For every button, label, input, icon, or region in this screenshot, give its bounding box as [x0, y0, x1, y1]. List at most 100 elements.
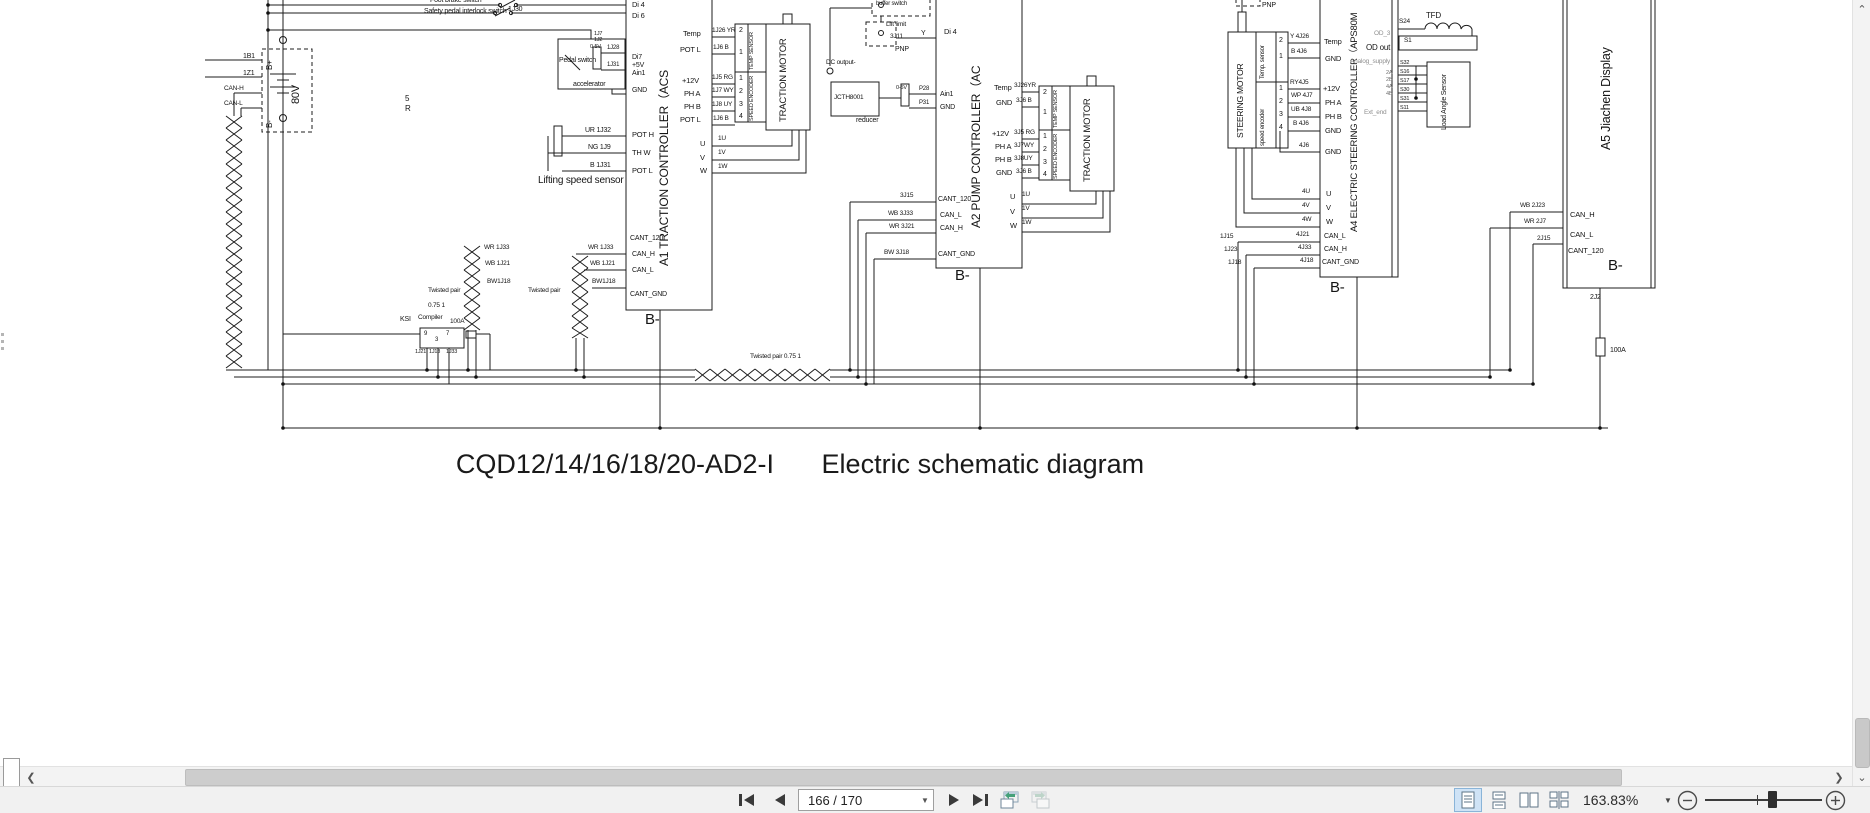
v-scroll-up-icon[interactable]: ⌃ — [1853, 0, 1870, 18]
schematic-label: 3 — [435, 337, 439, 343]
schematic-label: Ain1 — [632, 70, 646, 77]
next-view-button[interactable] — [1028, 789, 1052, 811]
schematic-label: 3J7WY — [1014, 142, 1034, 149]
schematic-label: +12V — [1323, 84, 1340, 93]
zoom-in-icon — [1825, 790, 1846, 811]
v-scroll-down-icon[interactable]: ⌄ — [1853, 768, 1870, 786]
schematic-label: 0.75 1 — [428, 302, 445, 309]
schematic-label: GND — [940, 104, 955, 111]
zoom-slider-handle[interactable] — [1768, 791, 1777, 808]
previous-page-icon — [775, 794, 785, 806]
schematic-label: CAN_L — [1570, 230, 1594, 239]
schematic-label: Di 4 — [944, 27, 957, 36]
last-page-button[interactable] — [968, 789, 992, 811]
schematic-label: 1J33 — [446, 349, 458, 355]
schematic-label: CANT_120 — [630, 235, 664, 242]
schematic-label: TRACTION MOTOR — [1082, 98, 1093, 182]
zoom-caret-icon[interactable]: ▼ — [1664, 796, 1672, 805]
schematic-label: 3J6 B — [1016, 97, 1032, 104]
controller-boxes — [625, 0, 1656, 311]
schematic-label: Temp. sensor — [1260, 45, 1266, 79]
page-number-value[interactable]: 166 / 170 — [808, 792, 863, 808]
schematic-label: Pedal switch — [559, 57, 596, 64]
page-panel-toggle[interactable] — [3, 758, 20, 788]
h-scroll-left-icon[interactable]: ❮ — [22, 768, 40, 786]
schematic-label: Di7 — [632, 54, 642, 61]
page-number-combo[interactable]: 166 / 170 ▼ — [798, 789, 934, 811]
schematic-label: 1J21 — [415, 349, 427, 355]
previous-view-button[interactable] — [998, 789, 1022, 811]
schematic-label: Y 4J26 — [1290, 33, 1309, 40]
motor-boxes — [734, 11, 1289, 192]
schematic-label: Safety pedal interlock switch — [424, 8, 507, 15]
schematic-label: Y — [921, 30, 926, 37]
schematic-label: B 4J6 — [1293, 120, 1309, 127]
schematic-label: Temp — [1324, 37, 1342, 46]
schematic-label: 1U — [718, 135, 726, 142]
vertical-scrollbar[interactable]: ⌃ ⌄ — [1852, 0, 1870, 786]
schematic-label: S24 — [1399, 18, 1410, 25]
junction-dots — [266, 3, 1602, 430]
zoom-level-value[interactable]: 163.83% — [1583, 792, 1639, 808]
schematic-label: BW1J18 — [487, 278, 511, 285]
schematic-label: 3 — [1279, 111, 1283, 118]
schematic-label: CAN_H — [632, 251, 655, 258]
schematic-label: A2 PUMP CONTROLLER（AC — [969, 65, 983, 228]
facing-layout-icon — [1519, 792, 1539, 808]
schematic-label: Load Angle Sensor — [1441, 74, 1448, 130]
panel-handle-dot[interactable] — [1, 347, 4, 350]
h-scroll-thumb[interactable] — [185, 769, 1622, 786]
schematic-label: B 4J6 — [1291, 48, 1307, 55]
schematic-label: GND — [1325, 54, 1342, 63]
schematic-label: +12V — [992, 129, 1009, 138]
schematic-label: B- — [645, 311, 660, 328]
schematic-label: Lifting speed sensor — [538, 175, 624, 186]
horizontal-scrollbar[interactable]: ❮ ❯ — [0, 758, 1852, 788]
schematic-label: Temp — [994, 83, 1012, 92]
schematic-label: 1J6 B — [713, 115, 729, 122]
continuous-facing-layout-button[interactable] — [1546, 789, 1572, 811]
schematic-label: 1W — [718, 163, 728, 170]
previous-page-button[interactable] — [768, 789, 792, 811]
schematic-label: 1J18 — [429, 349, 441, 355]
schematic-label: TEMP SENSOR — [1053, 90, 1059, 128]
zoom-slider[interactable] — [1705, 799, 1822, 801]
schematic-label: U — [1010, 192, 1016, 201]
zoom-slider-tick — [1757, 795, 1758, 805]
schematic-label: CAN-L — [224, 100, 243, 107]
schematic-label: S11 — [1400, 105, 1409, 111]
schematic-label: S31 — [1400, 96, 1410, 102]
single-page-layout-icon — [1461, 791, 1475, 809]
zoom-out-button[interactable] — [1676, 789, 1699, 812]
schematic-label: SPEED ENCODER — [749, 75, 755, 121]
h-scroll-right-icon[interactable]: ❯ — [1830, 768, 1848, 786]
schematic-label: WB 1J21 — [590, 260, 615, 267]
schematic-label: A5 Jiachen Display — [1599, 47, 1613, 150]
panel-handle-dot[interactable] — [1, 340, 4, 343]
schematic-label: U — [1326, 189, 1332, 198]
schematic-label: 1J2 — [594, 37, 603, 43]
schematic-label: reducer — [856, 117, 879, 124]
schematic-label: 1 — [1279, 53, 1283, 60]
schematic-label: CAN_H — [1570, 210, 1595, 219]
first-page-button[interactable] — [735, 789, 759, 811]
single-page-layout-button[interactable] — [1454, 788, 1482, 812]
schematic-label: PH B — [995, 155, 1012, 164]
schematic-label: accelerator — [573, 81, 606, 88]
schematic-label: 1 — [739, 49, 743, 56]
page-combo-caret-icon[interactable]: ▼ — [921, 795, 929, 805]
facing-layout-button[interactable] — [1516, 789, 1542, 811]
v-scroll-thumb[interactable] — [1855, 718, 1870, 768]
schematic-label: 1 — [739, 75, 743, 82]
schematic-label: DC output- — [826, 59, 856, 66]
schematic-label: POT L — [680, 115, 701, 124]
panel-handle-dot[interactable] — [1, 333, 4, 336]
continuous-layout-button[interactable] — [1486, 789, 1512, 811]
zoom-in-button[interactable] — [1824, 789, 1847, 812]
schematic-label: S30 — [1400, 87, 1410, 93]
next-page-button[interactable] — [942, 789, 966, 811]
schematic-label: 3J26YR — [1014, 82, 1036, 89]
schematic-label: 1J31 — [607, 62, 620, 68]
continuous-facing-layout-icon — [1549, 791, 1569, 809]
schematic-label: 2 — [1043, 89, 1047, 96]
